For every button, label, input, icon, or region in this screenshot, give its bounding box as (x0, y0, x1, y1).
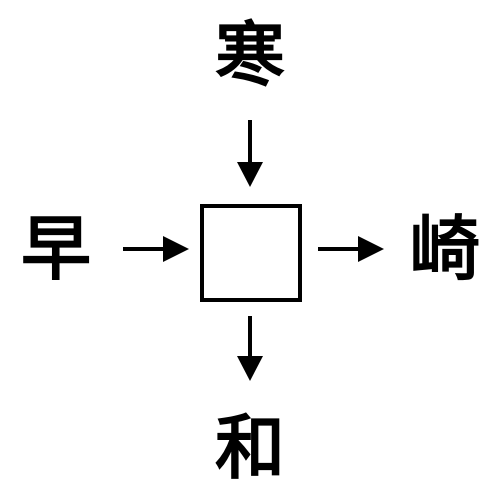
bottom-kanji: 和 (215, 407, 285, 489)
right-kanji: 崎 (410, 208, 480, 290)
arrow-down-icon (237, 316, 263, 381)
top-kanji: 寒 (215, 14, 285, 96)
arrow-down-icon (237, 120, 263, 187)
arrow-right-icon (318, 236, 384, 262)
arrow-right-icon (123, 236, 189, 262)
left-kanji: 早 (21, 208, 91, 290)
answer-box[interactable] (200, 204, 302, 302)
